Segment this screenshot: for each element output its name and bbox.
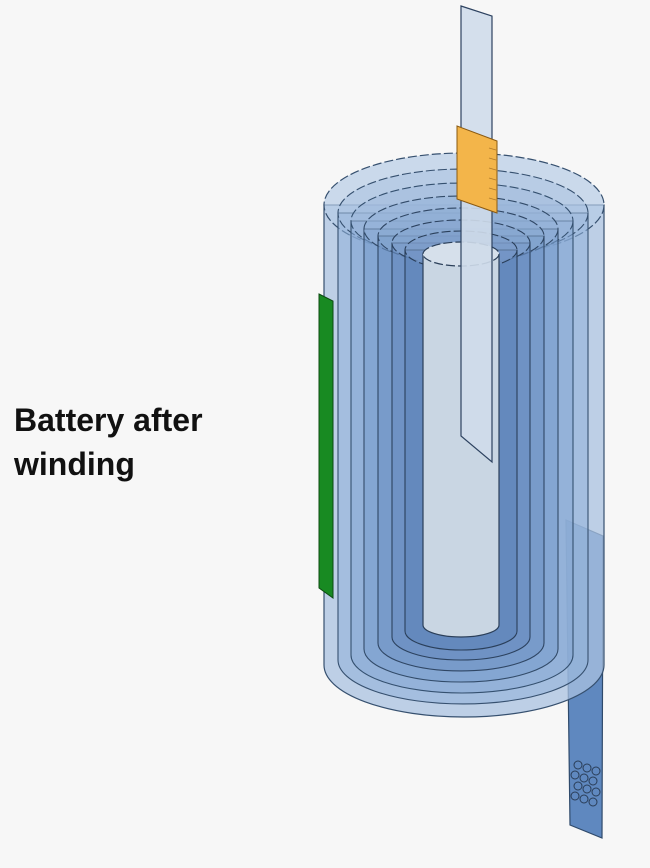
bottom-tab-holes (570, 760, 601, 807)
title-line-1: Battery after (14, 402, 203, 438)
tab-weld (456, 125, 498, 214)
title-line-2: winding (14, 446, 135, 482)
side-strip (318, 293, 334, 599)
top-tab (456, 5, 498, 464)
diagram-title: Battery after winding (14, 398, 274, 486)
